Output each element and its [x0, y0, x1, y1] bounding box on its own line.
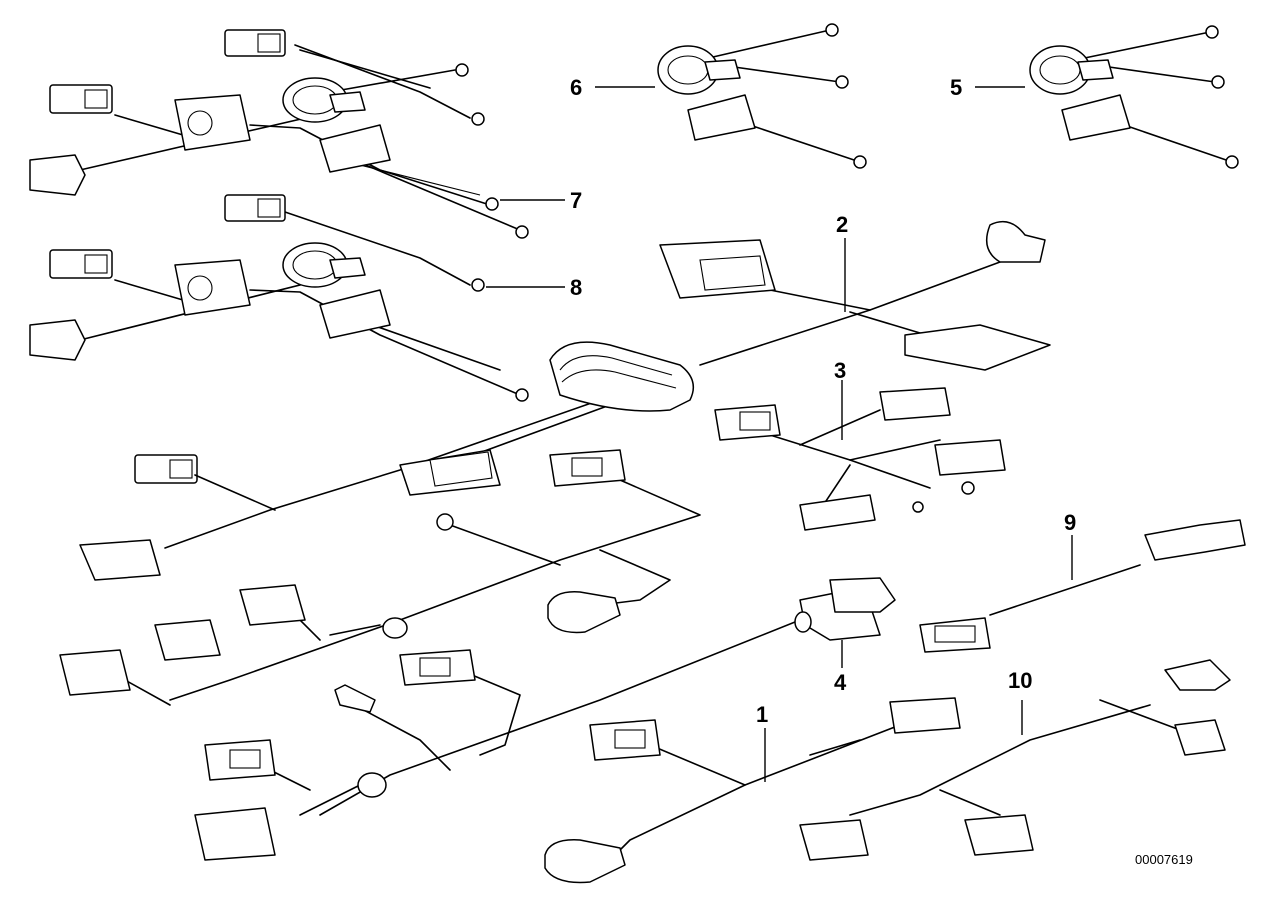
- mount-plate: [687, 94, 756, 141]
- callout-4: 4: [834, 670, 847, 695]
- harness-8[interactable]: [29, 194, 529, 402]
- callout-1: 1: [756, 702, 768, 727]
- harness-3[interactable]: [714, 387, 1006, 531]
- connector-box: [154, 619, 221, 661]
- callout-6: 6: [570, 75, 582, 100]
- ring-terminal: [835, 75, 849, 89]
- connector: [934, 439, 1006, 476]
- connector: [1174, 719, 1226, 756]
- ring-terminal: [471, 278, 485, 292]
- ring-terminal: [825, 23, 839, 37]
- harness-10[interactable]: [799, 659, 1231, 861]
- mount-plate: [319, 124, 391, 173]
- connector: [29, 154, 86, 196]
- connector-box: [59, 649, 131, 696]
- main-harness[interactable]: [79, 341, 695, 581]
- sensor: [985, 220, 1046, 263]
- ring-terminal: [515, 225, 529, 239]
- plug: [334, 684, 376, 713]
- ring-terminal: [436, 513, 454, 531]
- lower-harness[interactable]: [59, 449, 701, 706]
- ring-terminal: [1205, 25, 1219, 39]
- ring-terminal: [471, 112, 485, 126]
- ring-terminal: [1211, 75, 1225, 89]
- connector: [1144, 519, 1246, 561]
- callout-10: 10: [1008, 668, 1032, 693]
- sensor: [544, 839, 626, 884]
- connector-box: [239, 584, 306, 626]
- callout-2: 2: [836, 212, 848, 237]
- mount-plate: [1061, 94, 1131, 141]
- harness-2[interactable]: [659, 220, 1051, 371]
- connector: [964, 814, 1034, 856]
- harness-7[interactable]: [29, 29, 529, 239]
- callout-3: 3: [834, 358, 846, 383]
- ring-terminal: [485, 197, 499, 211]
- connector: [1164, 659, 1231, 691]
- assembly-6[interactable]: [657, 23, 867, 169]
- harness-9[interactable]: [919, 519, 1246, 653]
- connector: [29, 319, 86, 361]
- sensor: [547, 591, 621, 634]
- mount-plate: [319, 289, 391, 339]
- connector: [79, 539, 161, 581]
- connector: [879, 387, 951, 421]
- connector: [194, 807, 276, 861]
- ring-terminal: [515, 388, 529, 402]
- plug-cap: [961, 481, 975, 495]
- connector: [799, 819, 869, 861]
- connector: [889, 697, 961, 734]
- connector: [799, 494, 876, 531]
- ring-terminal: [853, 155, 867, 169]
- callout-5: 5: [950, 75, 962, 100]
- harness-1[interactable]: [544, 697, 961, 884]
- ring-terminal: [1225, 155, 1239, 169]
- callout-8: 8: [570, 275, 582, 300]
- connector: [904, 324, 1051, 371]
- plug-cap: [912, 501, 924, 513]
- ring-terminal: [455, 63, 469, 77]
- diagram-reference-number: 00007619: [1135, 852, 1193, 867]
- harness-4[interactable]: [319, 577, 896, 816]
- callout-9: 9: [1064, 510, 1076, 535]
- lower-left-harness[interactable]: [194, 649, 521, 861]
- callout-7: 7: [570, 188, 582, 213]
- assembly-5[interactable]: [1029, 25, 1239, 169]
